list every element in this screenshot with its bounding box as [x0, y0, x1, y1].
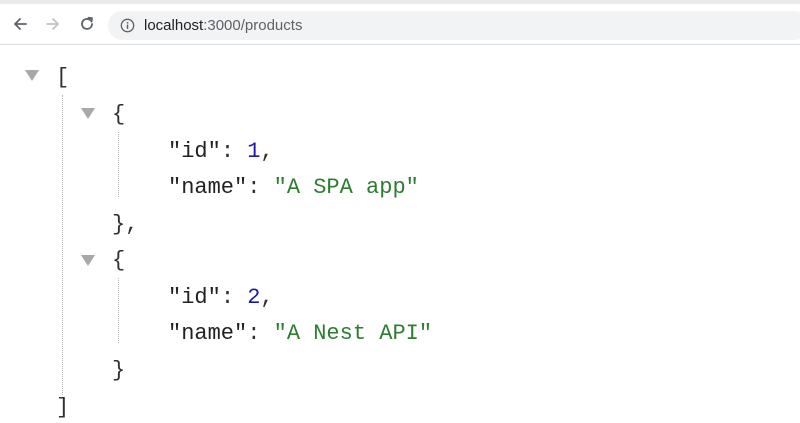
item-1-name-key: "name" [168, 175, 248, 200]
arrow-right-icon [46, 18, 59, 30]
collapse-toggle-item-2[interactable] [81, 255, 95, 266]
open-bracket: [ [56, 65, 70, 90]
item-2-close-brace: } [112, 358, 126, 383]
indent-guide-root [62, 95, 63, 395]
json-viewer: [ { "id": 1, "name": "A SPA app" }, { "i… [0, 45, 800, 423]
item-2-name-value: "A Nest API" [273, 321, 433, 346]
collapse-toggle-root[interactable] [25, 70, 39, 81]
address-bar[interactable]: localhost:3000/products [108, 11, 800, 40]
item-2-name-line: "name": "A Nest API" [168, 321, 433, 346]
reload-button[interactable] [77, 14, 97, 34]
collapse-toggle-item-1[interactable] [81, 108, 95, 119]
item-2-id-key: "id" [168, 285, 221, 310]
url-path: :3000/products [203, 17, 303, 34]
tab-strip-edge [0, 0, 800, 4]
item-1-id-key: "id" [168, 139, 221, 164]
forward-button[interactable] [43, 14, 63, 34]
item-1-name-value: "A SPA app" [273, 175, 419, 200]
item-1-close-brace: }, [112, 212, 139, 237]
item-1-name-line: "name": "A SPA app" [168, 175, 419, 200]
item-2-id-value: 2 [247, 285, 261, 310]
item-2-id-line: "id": 2, [168, 285, 274, 310]
item-2-name-key: "name" [168, 321, 248, 346]
browser-toolbar: localhost:3000/products [0, 0, 800, 45]
item-2-open-brace: { [112, 248, 126, 273]
back-button[interactable] [10, 14, 30, 34]
item-1-id-value: 1 [247, 139, 261, 164]
reload-icon [81, 16, 93, 30]
arrow-left-icon [14, 18, 27, 30]
url-host: localhost [144, 17, 204, 34]
close-bracket: ] [56, 395, 70, 420]
item-1-open-brace: { [112, 102, 126, 127]
item-1-id-line: "id": 1, [168, 139, 274, 164]
url-text[interactable]: localhost:3000/products [144, 17, 302, 34]
indent-guide-item-2 [118, 278, 119, 343]
info-icon[interactable] [120, 18, 135, 33]
indent-guide-item-1 [118, 132, 119, 197]
